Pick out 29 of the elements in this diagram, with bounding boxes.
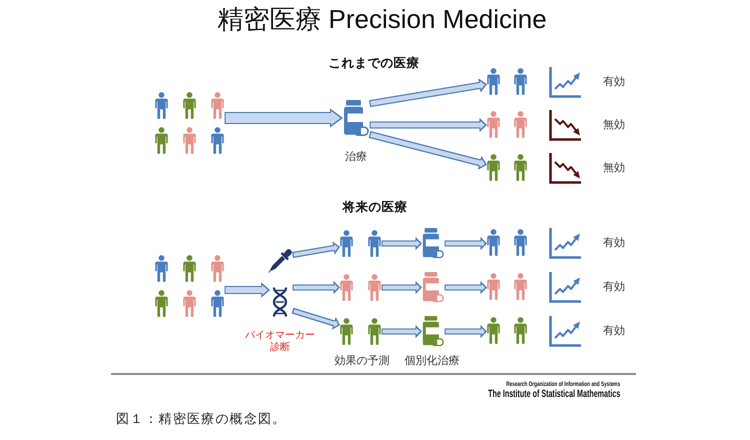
caption-label: 治療 [344,151,368,164]
diagnosis-label: バイオマーカー診断 [244,330,316,354]
institute-name: The Institute of Statistical Mathematics [488,388,620,401]
arrow [291,308,341,328]
arrow [368,80,488,108]
column-label: 効果の予測 [334,355,390,368]
result-label: 有効 [603,237,625,250]
title: 精密医療 Precision Medicine [217,4,547,36]
arrow [369,121,487,129]
result-label: 有効 [603,325,625,338]
arrow [381,240,422,247]
result-label: 無効 [603,119,625,132]
section-heading: 将来の医療 [342,200,408,215]
arrow [292,284,340,291]
result-label: 無効 [603,162,625,175]
section-heading: これまでの医療 [328,56,420,71]
figure-caption: 図１：精密医療の概念図。 [116,411,286,427]
result-label: 有効 [603,281,625,294]
arrow [444,328,487,335]
arrow [292,244,340,258]
arrow [381,284,422,291]
column-label: 個別化治療 [404,355,460,368]
arrow [368,130,488,168]
result-label: 有効 [603,76,625,89]
arrow [381,328,422,335]
arrow [224,286,270,294]
arrow [444,240,487,247]
arrow [444,284,487,291]
arrow [224,111,343,125]
